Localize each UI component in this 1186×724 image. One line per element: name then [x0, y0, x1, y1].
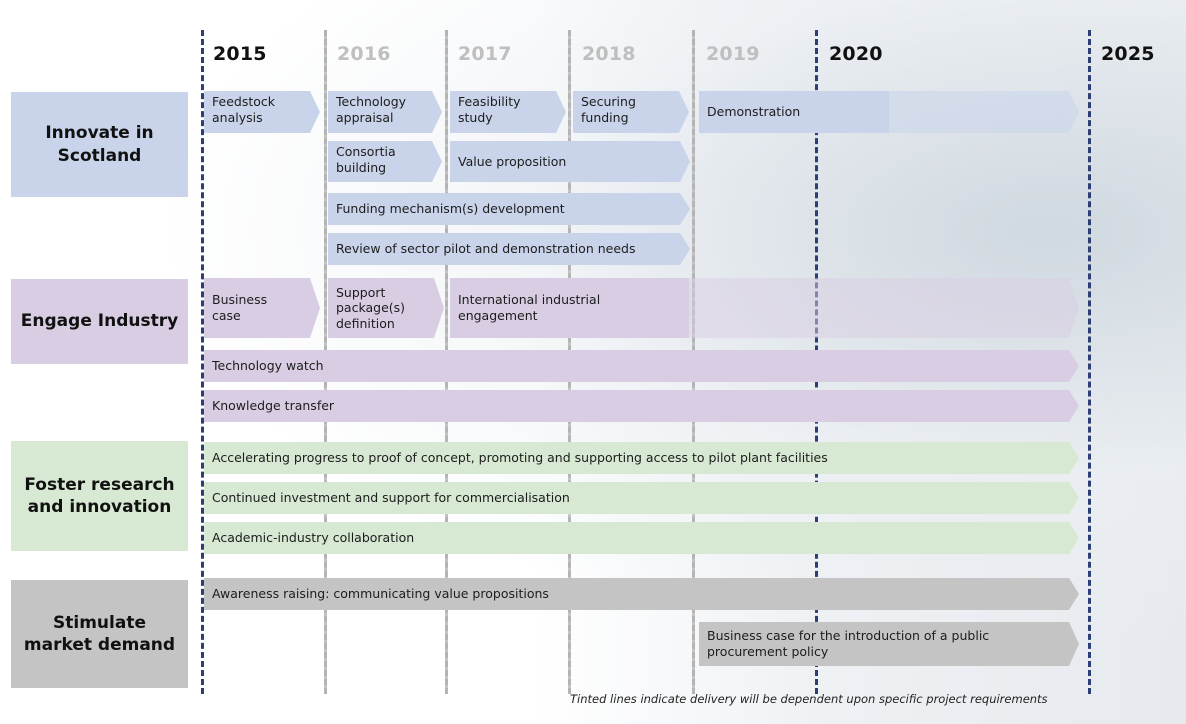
arrow-consortia-building: Consortia building: [328, 141, 442, 182]
category-foster-label: Foster research and innovation: [24, 474, 175, 517]
year-line-2015: [201, 30, 204, 694]
arrow-feasibility-study-label: Feasibility study: [458, 94, 521, 125]
arrow-knowledge-transfer-label: Knowledge transfer: [212, 398, 335, 414]
arrow-review-pilot-needs-label: Review of sector pilot and demonstration…: [336, 241, 636, 257]
year-label-2019: 2019: [706, 43, 760, 65]
arrow-business-case: Business case: [204, 278, 320, 338]
year-label-2025: 2025: [1101, 43, 1155, 65]
category-innovate-label: Innovate in Scotland: [45, 123, 154, 166]
arrow-demonstration: Demonstration: [699, 91, 1079, 133]
category-engage-label: Engage Industry: [20, 311, 179, 332]
arrow-value-proposition: Value proposition: [450, 141, 690, 182]
arrow-international-engagement-label: International industrial engagement: [458, 292, 601, 323]
category-innovate: Innovate in Scotland: [11, 92, 188, 197]
arrow-knowledge-transfer: Knowledge transfer: [204, 390, 1079, 422]
arrow-academic-collaboration-label: Academic-industry collaboration: [212, 530, 415, 546]
category-stimulate-label: Stimulate market demand: [23, 612, 176, 655]
year-label-2015: 2015: [213, 43, 267, 65]
arrow-support-packages-label: Support package(s) definition: [336, 284, 406, 331]
arrow-demonstration-label: Demonstration: [707, 104, 801, 120]
year-line-2025: [1088, 30, 1091, 694]
arrow-technology-watch: Technology watch: [204, 350, 1079, 382]
category-stimulate: Stimulate market demand: [11, 580, 188, 688]
arrow-academic-collaboration: Academic-industry collaboration: [204, 522, 1079, 554]
arrow-feasibility-study: Feasibility study: [450, 91, 566, 133]
arrow-value-proposition-label: Value proposition: [458, 153, 567, 169]
arrow-procurement-policy: Business case for the introduction of a …: [699, 622, 1079, 666]
year-label-2018: 2018: [582, 43, 636, 65]
arrow-continued-investment-label: Continued investment and support for com…: [212, 490, 570, 506]
year-label-2016: 2016: [337, 43, 391, 65]
footnote: Tinted lines indicate delivery will be d…: [570, 692, 1048, 706]
arrow-review-pilot-needs: Review of sector pilot and demonstration…: [328, 233, 690, 265]
arrow-technology-appraisal: Technology appraisal: [328, 91, 442, 133]
arrow-international-engagement: International industrial engagement: [450, 278, 1079, 338]
arrow-funding-mechanism-label: Funding mechanism(s) development: [336, 201, 565, 217]
arrow-securing-funding-label: Securing funding: [581, 94, 636, 125]
arrow-support-packages: Support package(s) definition: [328, 278, 444, 338]
category-foster: Foster research and innovation: [11, 441, 188, 551]
arrow-continued-investment: Continued investment and support for com…: [204, 482, 1079, 514]
arrow-feedstock-analysis: Feedstock analysis: [204, 91, 320, 133]
arrow-accelerating-progress-label: Accelerating progress to proof of concep…: [212, 450, 828, 466]
arrow-technology-watch-label: Technology watch: [212, 358, 324, 374]
arrow-accelerating-progress: Accelerating progress to proof of concep…: [204, 442, 1079, 474]
year-label-2017: 2017: [458, 43, 512, 65]
arrow-awareness-raising: Awareness raising: communicating value p…: [204, 578, 1079, 610]
arrow-consortia-building-label: Consortia building: [336, 144, 396, 175]
arrow-procurement-policy-label: Business case for the introduction of a …: [707, 628, 990, 659]
arrow-technology-appraisal-label: Technology appraisal: [336, 94, 407, 125]
arrow-feedstock-analysis-label: Feedstock analysis: [212, 94, 275, 125]
arrow-funding-mechanism: Funding mechanism(s) development: [328, 193, 690, 225]
arrow-business-case-label: Business case: [212, 292, 268, 323]
arrow-awareness-raising-label: Awareness raising: communicating value p…: [212, 586, 549, 602]
category-engage: Engage Industry: [11, 279, 188, 364]
arrow-securing-funding: Securing funding: [573, 91, 689, 133]
year-label-2020: 2020: [829, 43, 883, 65]
